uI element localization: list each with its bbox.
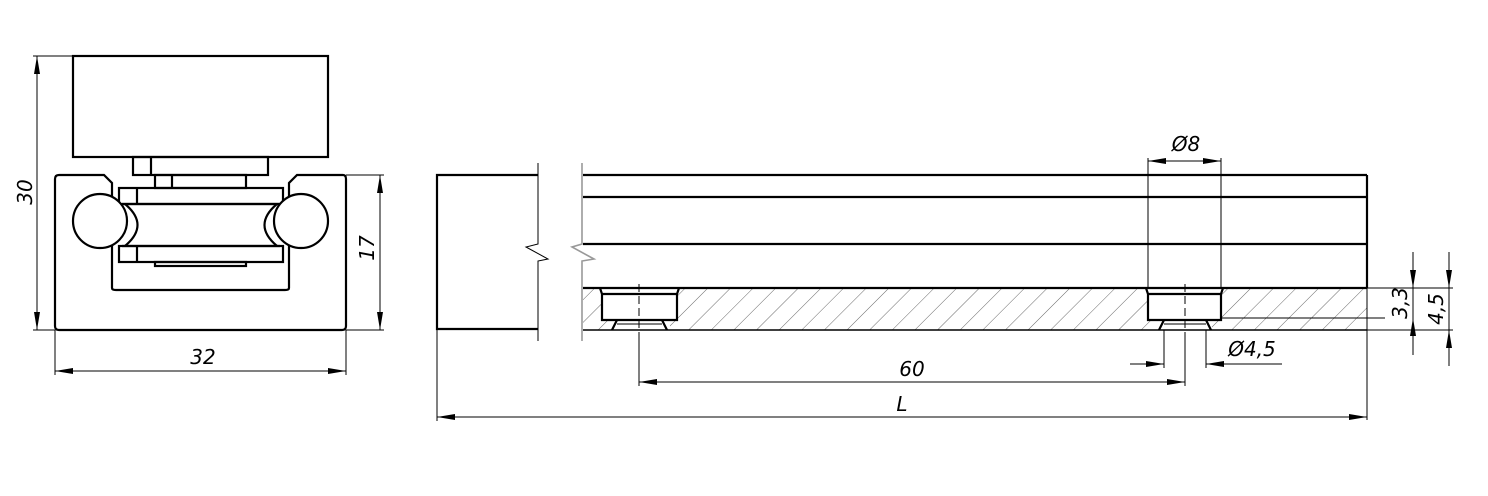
- dim-counterbore-diameter: Ø8: [1148, 132, 1221, 164]
- dim-30: 30: [13, 55, 73, 331]
- carriage-neck: [153, 173, 248, 190]
- side-view: Ø8 Ø4,5 3,3 4,5: [435, 132, 1453, 421]
- dim-text-45: 4,5: [1424, 293, 1448, 325]
- break-line-left: [524, 163, 550, 341]
- dim-text-60: 60: [899, 357, 924, 381]
- counterbore-right: [1144, 158, 1225, 336]
- carriage-stem: [131, 155, 270, 177]
- counterbore-left: [598, 284, 681, 336]
- dim-counterbore-depth: 3,3: [1221, 252, 1453, 355]
- dim-hole-pitch: 60: [638, 336, 1186, 386]
- section-hatch: [583, 288, 1367, 330]
- dim-text-30: 30: [13, 179, 37, 204]
- rail-left-end: [435, 173, 538, 331]
- upper-plate: [117, 186, 285, 206]
- ball-right: [272, 192, 330, 250]
- dim-length: L: [436, 329, 1367, 421]
- dim-hole-diameter: Ø4,5: [1130, 330, 1282, 368]
- dim-text-l: L: [896, 392, 907, 416]
- dim-17: 17: [346, 174, 384, 331]
- dim-text-33: 3,3: [1388, 287, 1412, 319]
- carriage-block: [71, 54, 330, 159]
- break-line-right: [569, 163, 597, 341]
- rail-profile: [53, 173, 348, 332]
- lower-plate: [117, 244, 285, 264]
- dim-text-32: 32: [190, 345, 215, 369]
- dim-base-thickness: 4,5: [1367, 252, 1453, 366]
- dim-text-17: 17: [355, 235, 379, 261]
- end-view: 30 17 32: [13, 54, 384, 375]
- dim-text-d45: Ø4,5: [1227, 337, 1276, 361]
- dim-text-d8: Ø8: [1171, 132, 1200, 156]
- dim-32: 32: [54, 330, 347, 375]
- ball-left: [71, 192, 129, 250]
